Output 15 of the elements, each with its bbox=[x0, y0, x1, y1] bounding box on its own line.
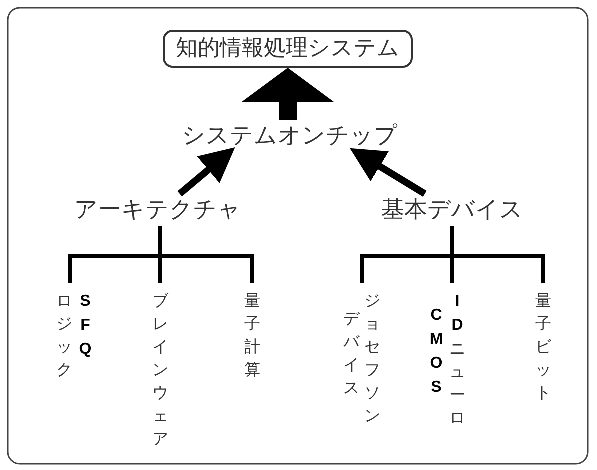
column-label: ジョセフソン bbox=[364, 290, 382, 427]
block-arrow bbox=[242, 68, 334, 120]
node-label: アーキテクチャ bbox=[68, 194, 248, 226]
column-label: CMOS bbox=[428, 306, 444, 398]
arrow bbox=[178, 148, 236, 197]
column-label: IDニューロ bbox=[448, 292, 466, 429]
node-label: 量子ビット bbox=[533, 283, 554, 404]
system-box: 知的情報処理システム bbox=[163, 30, 413, 68]
node-label: システムオンチップ bbox=[180, 120, 400, 152]
node-label: 基本デバイス bbox=[365, 194, 540, 226]
arrow bbox=[350, 148, 427, 197]
column-label: デバイス bbox=[342, 308, 361, 399]
node-label: 量子計算 bbox=[242, 283, 263, 381]
node-label: ブレインウェア bbox=[150, 283, 171, 450]
node-label: SFQロジック bbox=[54, 283, 96, 381]
